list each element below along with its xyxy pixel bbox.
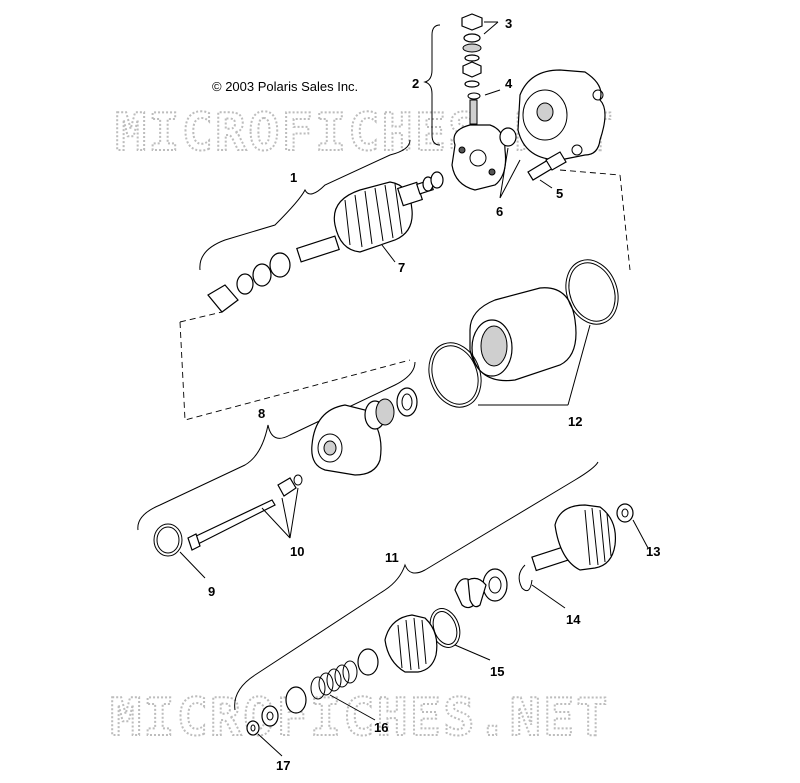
part-gear-washer (616, 503, 634, 523)
part-shaft-washers (207, 252, 291, 313)
part-nut-stack (461, 13, 483, 88)
callout-13: 13 (646, 544, 660, 559)
callout-2: 2 (412, 76, 419, 91)
part-small-washer (246, 720, 260, 736)
callout-7: 7 (398, 260, 405, 275)
part-through-bolt (187, 499, 276, 551)
part-spring (310, 660, 358, 700)
callout-16: 16 (374, 720, 388, 735)
callout-4: 4 (505, 76, 513, 91)
callout-10: 10 (290, 544, 304, 559)
bracket-1 (199, 139, 411, 271)
part-lock-washer (277, 477, 297, 497)
part-large-o-ring (153, 523, 183, 557)
callout-8: 8 (258, 406, 265, 421)
part-clutch-segments (454, 568, 508, 609)
part-housing-o-ring-left (428, 342, 482, 408)
part-o-ring (467, 92, 481, 100)
part-pinion-gear (357, 614, 438, 676)
callout-11: 11 (385, 550, 399, 565)
part-housing-o-ring-right (565, 259, 619, 325)
part-washer-b (430, 171, 444, 189)
watermark-bottom: MICROFICHES.NET (110, 688, 610, 748)
part-brush-plate (451, 124, 507, 191)
part-housing-o-ring-right-inner (568, 262, 616, 322)
part-terminal-stud (469, 99, 478, 125)
part-housing-o-ring-left-inner (431, 345, 479, 405)
part-bolt (527, 151, 567, 181)
callout-17: 17 (276, 758, 290, 773)
callout-15: 15 (490, 664, 504, 679)
part-spacer (285, 686, 307, 714)
part-armature (296, 179, 434, 263)
callout-6: 6 (496, 204, 503, 219)
callout-9: 9 (208, 584, 215, 599)
assembly-dashed-outline (179, 169, 631, 421)
part-front-housing (311, 387, 418, 476)
part-small-o-ring (293, 474, 303, 486)
bracket-2 (423, 24, 441, 146)
part-bushing (499, 127, 517, 147)
part-housing (469, 287, 577, 382)
bracket-11 (234, 461, 599, 711)
leader-lines (179, 21, 649, 757)
callout-1: 1 (290, 170, 297, 185)
callout-3: 3 (505, 16, 512, 31)
callout-12: 12 (568, 414, 582, 429)
bracket-8 (137, 361, 416, 531)
callout-5: 5 (556, 186, 563, 201)
part-end-cap (517, 69, 606, 161)
part-washer-16 (261, 705, 279, 727)
part-drive-gear (531, 504, 617, 572)
callout-14: 14 (566, 612, 581, 627)
copyright-notice: © 2003 Polaris Sales Inc. (212, 79, 359, 94)
part-snap-ring (518, 564, 533, 592)
